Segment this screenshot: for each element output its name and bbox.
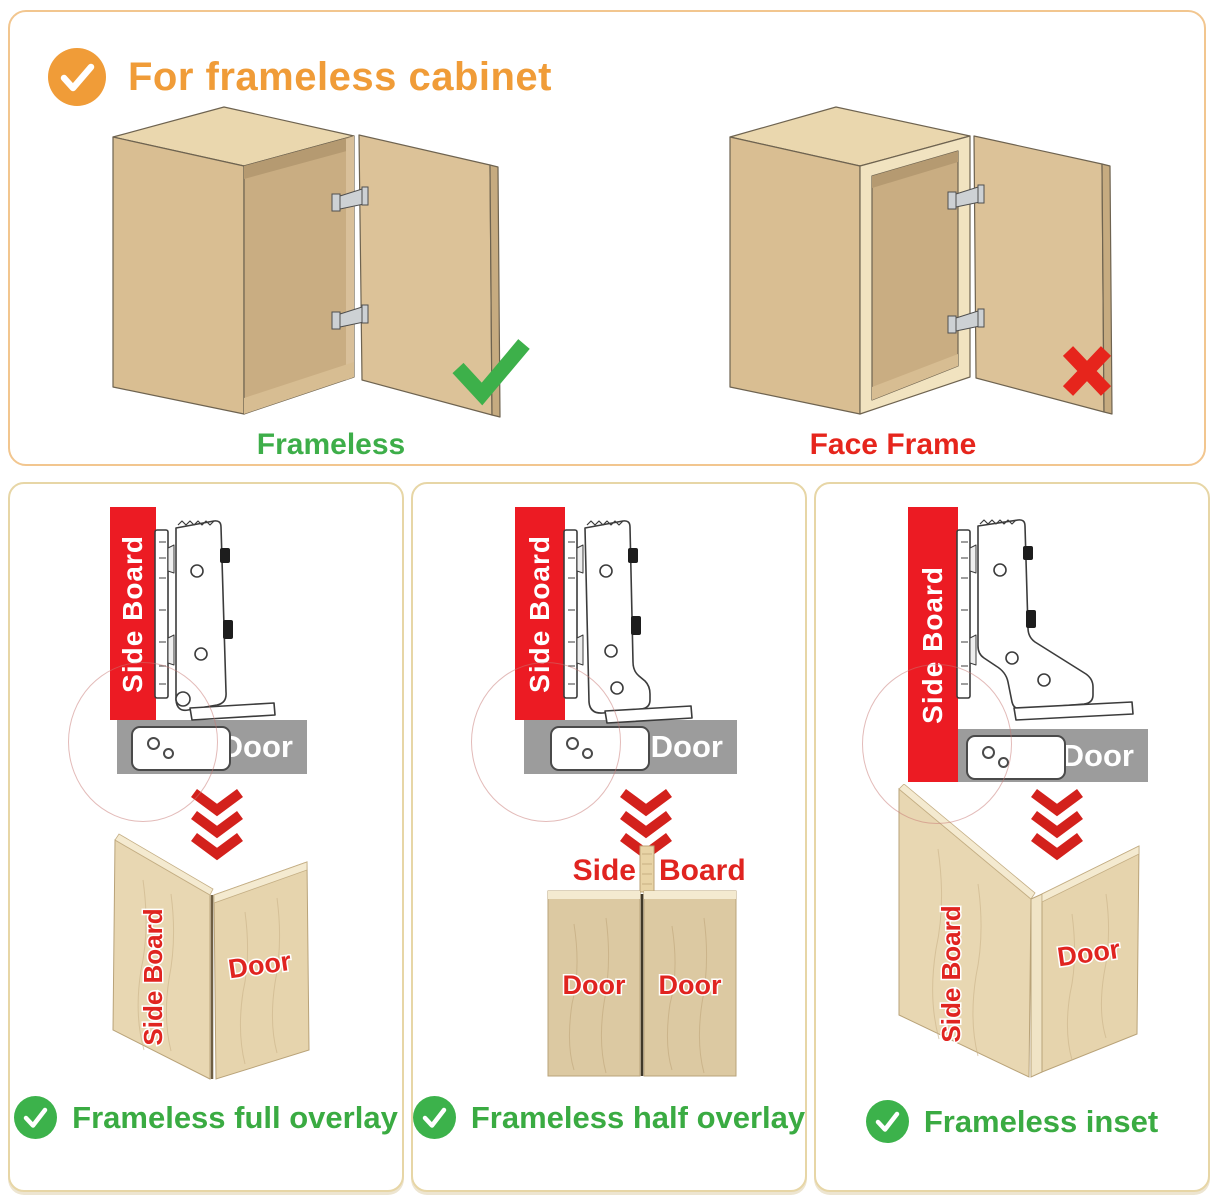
- check-circle-icon: [48, 48, 106, 107]
- triple-chevron-down-icon: [1031, 788, 1083, 861]
- cross-mark-icon: [1062, 346, 1112, 396]
- panel-full-overlay: Door Side Board: [8, 482, 404, 1192]
- caption-text: Frameless full overlay: [72, 1099, 398, 1135]
- section-header: For frameless cabinet: [48, 28, 552, 127]
- focus-circle: [862, 664, 1012, 824]
- check-circle-icon: [14, 1096, 58, 1139]
- inset-wood-view: Side Board Door: [898, 784, 1140, 1078]
- frameless-cabinet-illustration: [112, 106, 530, 418]
- door-label: Door: [650, 729, 723, 764]
- focus-circle: [471, 662, 621, 822]
- face-frame-cabinet-figure: Face Frame: [658, 104, 1128, 462]
- panel-caption: Frameless half overlay: [412, 1096, 806, 1139]
- check-circle-icon: [865, 1100, 909, 1143]
- caption-text: Frameless inset: [923, 1103, 1159, 1139]
- wood-side-label: Side: [573, 854, 636, 887]
- face-frame-label: Face Frame: [809, 428, 977, 461]
- check-circle-icon: [412, 1096, 456, 1139]
- check-icon: [60, 64, 95, 92]
- hinge-icon: [331, 186, 369, 330]
- caption-text: Frameless half overlay: [470, 1099, 806, 1135]
- page-title: For frameless cabinet: [128, 54, 552, 99]
- check-mark-icon: [452, 339, 530, 406]
- panel-caption: Frameless inset: [816, 1100, 1208, 1143]
- wood-door-left-label: Door: [563, 970, 626, 1000]
- frameless-label: Frameless: [256, 428, 406, 461]
- wood-side-board-label: Side Board: [138, 908, 168, 1045]
- door-label: Door: [1061, 737, 1134, 773]
- frameless-cabinet-section: For frameless cabinet: [8, 10, 1206, 466]
- panel-half-overlay: Door Side Board: [411, 482, 807, 1192]
- focus-circle: [68, 662, 218, 822]
- hinge-side-view: [956, 519, 1134, 721]
- hinge-icon: [947, 184, 985, 334]
- hinge-side-view: [563, 520, 693, 724]
- door-label: Door: [220, 729, 293, 764]
- half-overlay-wood-view: Side Board Door Door: [547, 845, 747, 1077]
- panel-inset: Door Side Board: [814, 482, 1210, 1192]
- wood-door-right-label: Door: [659, 970, 722, 1000]
- full-overlay-wood-view: Side Board Door: [112, 833, 310, 1080]
- triple-chevron-down-icon: [191, 788, 243, 861]
- wood-side-board-label: Side Board: [936, 905, 966, 1042]
- wood-board-label: Board: [659, 854, 746, 887]
- frameless-cabinet-figure: Frameless: [96, 104, 566, 462]
- face-frame-cabinet-illustration: [729, 106, 1113, 415]
- panel-caption: Frameless full overlay: [10, 1096, 402, 1139]
